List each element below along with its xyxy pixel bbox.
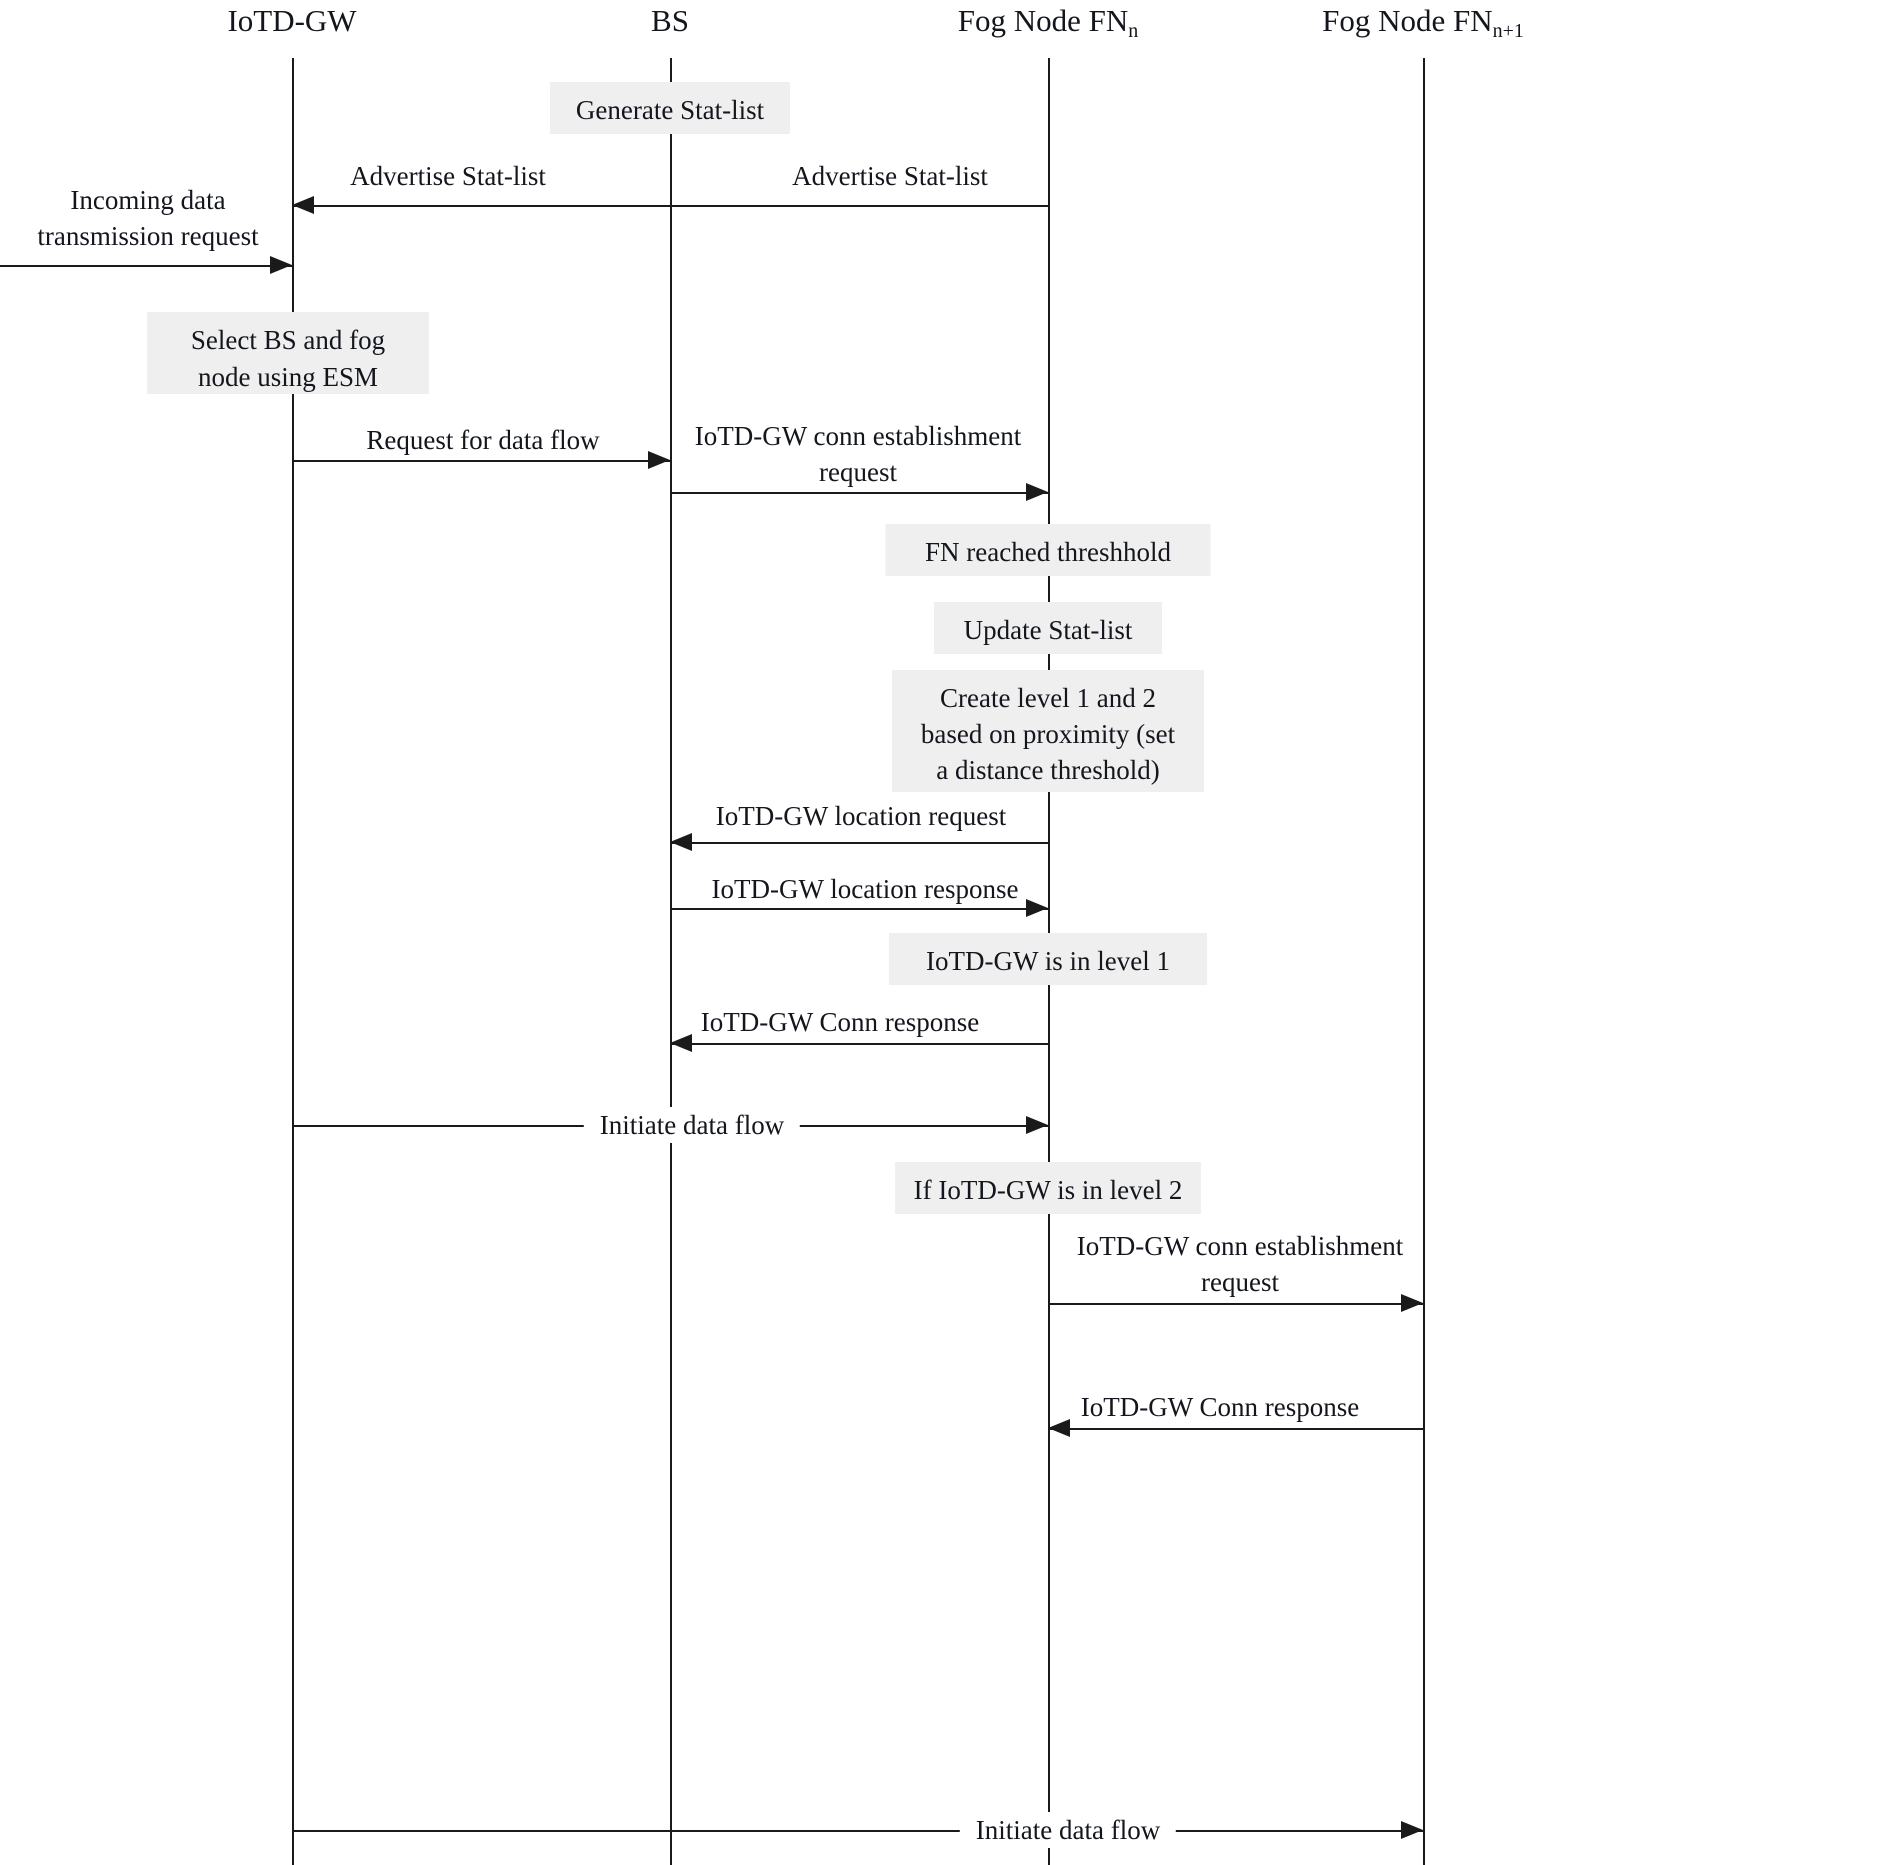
actor-label-text: BS bbox=[651, 3, 689, 38]
actor-label-text: Fog Node FN bbox=[1322, 3, 1493, 38]
arrowhead-gw-conn-response-fn-n bbox=[1048, 1419, 1070, 1437]
message-line-incoming-data-transmission-request bbox=[0, 265, 292, 267]
note-create-levels: Create level 1 and 2 based on proximity … bbox=[892, 670, 1204, 792]
message-label-gw-conn-establishment-request-fn: IoTD-GW conn establishment request bbox=[694, 421, 1022, 487]
note-if-iotd-gw-is-in-level-2: If IoTD-GW is in level 2 bbox=[895, 1162, 1201, 1214]
message-label-gw-location-request: IoTD-GW location request bbox=[715, 801, 1007, 831]
note-select-bs-and-fog-node: Select BS and fog node using ESM bbox=[147, 312, 429, 394]
note-iotd-gw-is-in-level-1: IoTD-GW is in level 1 bbox=[889, 933, 1207, 985]
note-generate-stat-list: Generate Stat-list bbox=[550, 82, 790, 134]
arrowhead-initiate-data-flow-fn-n bbox=[1026, 1116, 1048, 1134]
lifeline-bs bbox=[670, 58, 672, 1865]
message-label-advertise-stat-list-to-gw: Advertise Stat-list bbox=[350, 161, 546, 191]
message-label-gw-conn-response-bs: IoTD-GW Conn response bbox=[700, 1007, 980, 1037]
arrowhead-gw-location-request bbox=[670, 833, 692, 851]
message-line-request-for-data-flow bbox=[292, 460, 670, 462]
message-label-gw-conn-establishment-request-fn-next: IoTD-GW conn establishment request bbox=[1076, 1231, 1404, 1297]
note-fn-reached-threshold: FN reached threshhold bbox=[885, 524, 1211, 576]
actor-label-subscript: n bbox=[1128, 20, 1139, 42]
message-line-gw-conn-response-bs bbox=[670, 1043, 1048, 1045]
message-label-advertise-stat-list-to-bs: Advertise Stat-list bbox=[792, 161, 988, 191]
arrowhead-advertise-stat-list-to-gw bbox=[292, 196, 314, 214]
arrowhead-gw-conn-establishment-request-fn bbox=[1026, 483, 1048, 501]
message-line-initiate-data-flow-fn-next bbox=[292, 1830, 1423, 1832]
message-line-advertise-stat-list-to-gw bbox=[292, 205, 1048, 207]
message-line-gw-conn-response-fn-n bbox=[1048, 1428, 1423, 1430]
message-label-gw-conn-response-fn-n: IoTD-GW Conn response bbox=[1080, 1392, 1360, 1422]
actor-header-fog-node-fn-n-plus-1: Fog Node FNn+1 bbox=[1322, 3, 1524, 43]
arrowhead-initiate-data-flow-fn-next bbox=[1401, 1821, 1423, 1839]
actor-label-text: Fog Node FN bbox=[957, 3, 1129, 38]
message-label-request-for-data-flow: Request for data flow bbox=[366, 425, 600, 455]
actor-label-subscript: n+1 bbox=[1492, 20, 1524, 42]
message-label-incoming-data-transmission-request: Incoming data transmission request bbox=[37, 185, 259, 251]
actor-header-fog-node-fn-n: Fog Node FNn bbox=[957, 3, 1139, 43]
arrowhead-gw-conn-response-bs bbox=[670, 1034, 692, 1052]
arrowhead-request-for-data-flow bbox=[648, 451, 670, 469]
message-line-gw-location-request bbox=[670, 842, 1048, 844]
actor-label-text: IoTD-GW bbox=[227, 3, 357, 38]
message-label-gw-location-response: IoTD-GW location response bbox=[711, 874, 1019, 904]
lifeline-iotd-gw bbox=[292, 58, 294, 1865]
lifeline-fog-node-fn-n-plus-1 bbox=[1423, 58, 1425, 1865]
arrowhead-gw-conn-establishment-request-fn-next bbox=[1401, 1294, 1423, 1312]
arrowhead-incoming-data-transmission-request bbox=[270, 256, 292, 274]
message-line-gw-conn-establishment-request-fn-next bbox=[1048, 1303, 1423, 1305]
message-label-initiate-data-flow-fn-n: Initiate data flow bbox=[583, 1107, 801, 1143]
note-update-stat-list: Update Stat-list bbox=[934, 602, 1162, 654]
message-label-initiate-data-flow-fn-next: Initiate data flow bbox=[959, 1812, 1177, 1848]
message-line-gw-location-response bbox=[670, 908, 1048, 910]
actor-header-iotd-gw: IoTD-GW bbox=[227, 4, 356, 38]
actor-header-bs: BS bbox=[651, 4, 689, 38]
arrowhead-gw-location-response bbox=[1026, 899, 1048, 917]
message-line-gw-conn-establishment-request-fn bbox=[670, 492, 1048, 494]
